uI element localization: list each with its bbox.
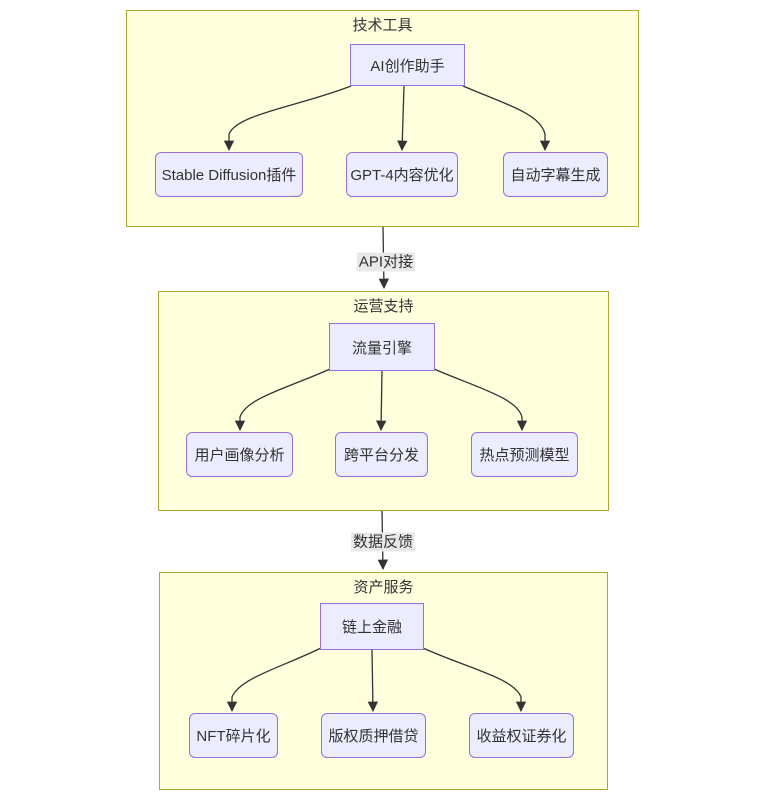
cluster-title-operations-support: 运营支持	[353, 298, 414, 315]
edge-label-data-feedback: 数据反馈	[350, 532, 416, 552]
node-copyright-pledge-loan: 版权质押借贷	[321, 713, 426, 758]
node-onchain-finance: 链上金融	[320, 603, 424, 650]
node-traffic-engine: 流量引擎	[329, 323, 435, 371]
node-auto-subtitle-generation: 自动字幕生成	[503, 152, 608, 197]
cluster-title-asset-services: 资产服务	[353, 579, 414, 596]
node-nft-fragmentation: NFT碎片化	[189, 713, 278, 758]
cluster-title-tech-tools: 技术工具	[352, 17, 413, 34]
node-gpt4-content-optimization: GPT-4内容优化	[346, 152, 458, 197]
node-user-profile-analysis: 用户画像分析	[186, 432, 293, 477]
edge-label-api-integration: API对接	[356, 252, 416, 272]
node-revenue-securitization: 收益权证券化	[469, 713, 574, 758]
node-stable-diffusion-plugin: Stable Diffusion插件	[155, 152, 303, 197]
node-ai-creation-assistant: AI创作助手	[350, 44, 465, 86]
node-cross-platform-distribution: 跨平台分发	[335, 432, 428, 477]
node-hotspot-prediction-model: 热点预测模型	[471, 432, 578, 477]
